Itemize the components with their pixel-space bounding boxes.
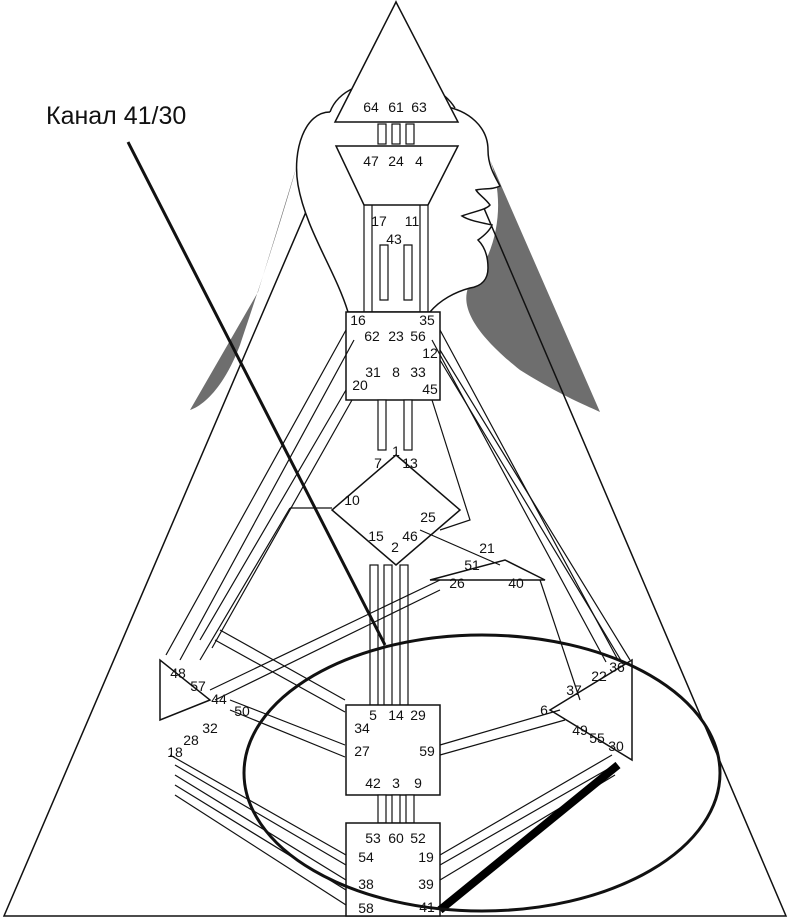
gate-label: 63 [411,99,427,115]
gate-label: 61 [388,99,404,115]
gate-label: 50 [234,703,250,719]
channel-callout-label: Канал 41/30 [46,102,187,130]
gate-label: 30 [608,738,624,754]
gate-label: 52 [410,830,426,846]
gate-label: 46 [402,528,418,544]
gate-label: 40 [508,575,524,591]
gate-label: 13 [402,455,418,471]
channel-41-30-highlight [437,761,621,914]
gate-label: 3 [392,775,400,791]
gate-label: 54 [358,849,374,865]
gate-label: 57 [190,678,206,694]
gate-label: 26 [449,575,465,591]
gate-label: 10 [344,492,360,508]
gate-label: 47 [363,153,379,169]
gate-label: 5 [369,707,377,723]
gate-label: 45 [422,381,438,397]
gate-label: 29 [410,707,426,723]
gate-label: 25 [420,509,436,525]
gate-label: 8 [392,364,400,380]
gate-label: 64 [363,99,379,115]
gate-label: 4 [415,153,423,169]
gate-label: 38 [358,876,374,892]
gate-label: 59 [419,743,435,759]
gate-label: 11 [405,213,420,229]
gate-label: 6 [540,702,548,718]
gate-label: 44 [211,691,227,707]
gate-label: 7 [374,455,382,471]
g-center [330,454,462,566]
gate-label: 39 [418,876,434,892]
gate-label: 62 [364,328,380,344]
gate-label: 53 [365,830,381,846]
gate-label: 14 [388,707,404,723]
throat-center [345,311,441,401]
gate-label: 1 [392,443,400,459]
gate-label: 2 [391,539,399,555]
gate-label: 17 [371,213,387,229]
gate-label: 35 [419,312,435,328]
gate-label: 41 [419,899,435,915]
gate-label: 28 [183,732,199,748]
sacral-center [345,704,441,796]
highlight-ellipse [242,633,722,913]
gate-label: 23 [388,328,404,344]
heart-center [429,559,546,581]
gate-label: 36 [609,659,625,675]
gate-label: 21 [479,540,495,556]
gate-label: 20 [352,377,368,393]
gate-label: 49 [572,722,588,738]
gate-label: 60 [388,830,404,846]
gate-label: 58 [358,900,374,916]
gate-label: 31 [365,364,381,380]
gate-label: 18 [167,744,183,760]
gate-label: 24 [388,153,404,169]
gate-label: 42 [365,775,381,791]
hair-right [466,160,600,412]
gate-label: 33 [410,364,426,380]
gate-label: 51 [464,557,480,573]
gate-label: 22 [591,668,607,684]
gate-label: 43 [386,231,402,247]
gate-label: 15 [368,528,384,544]
solar-plexus-center [548,658,633,762]
gate-label: 19 [418,849,434,865]
gate-label: 9 [414,775,422,791]
gate-label: 48 [170,665,186,681]
gate-label: 16 [350,312,366,328]
spleen-center [159,658,212,722]
callout-pointer [126,141,387,646]
gate-label: 56 [410,328,426,344]
gate-label: 37 [566,682,582,698]
gate-label: 55 [589,730,605,746]
gate-label: 27 [354,743,370,759]
hair-left [190,165,297,410]
head-center [333,0,460,123]
gate-label: 12 [422,345,438,361]
gate-label: 34 [354,720,370,736]
gate-label: 32 [202,720,218,736]
